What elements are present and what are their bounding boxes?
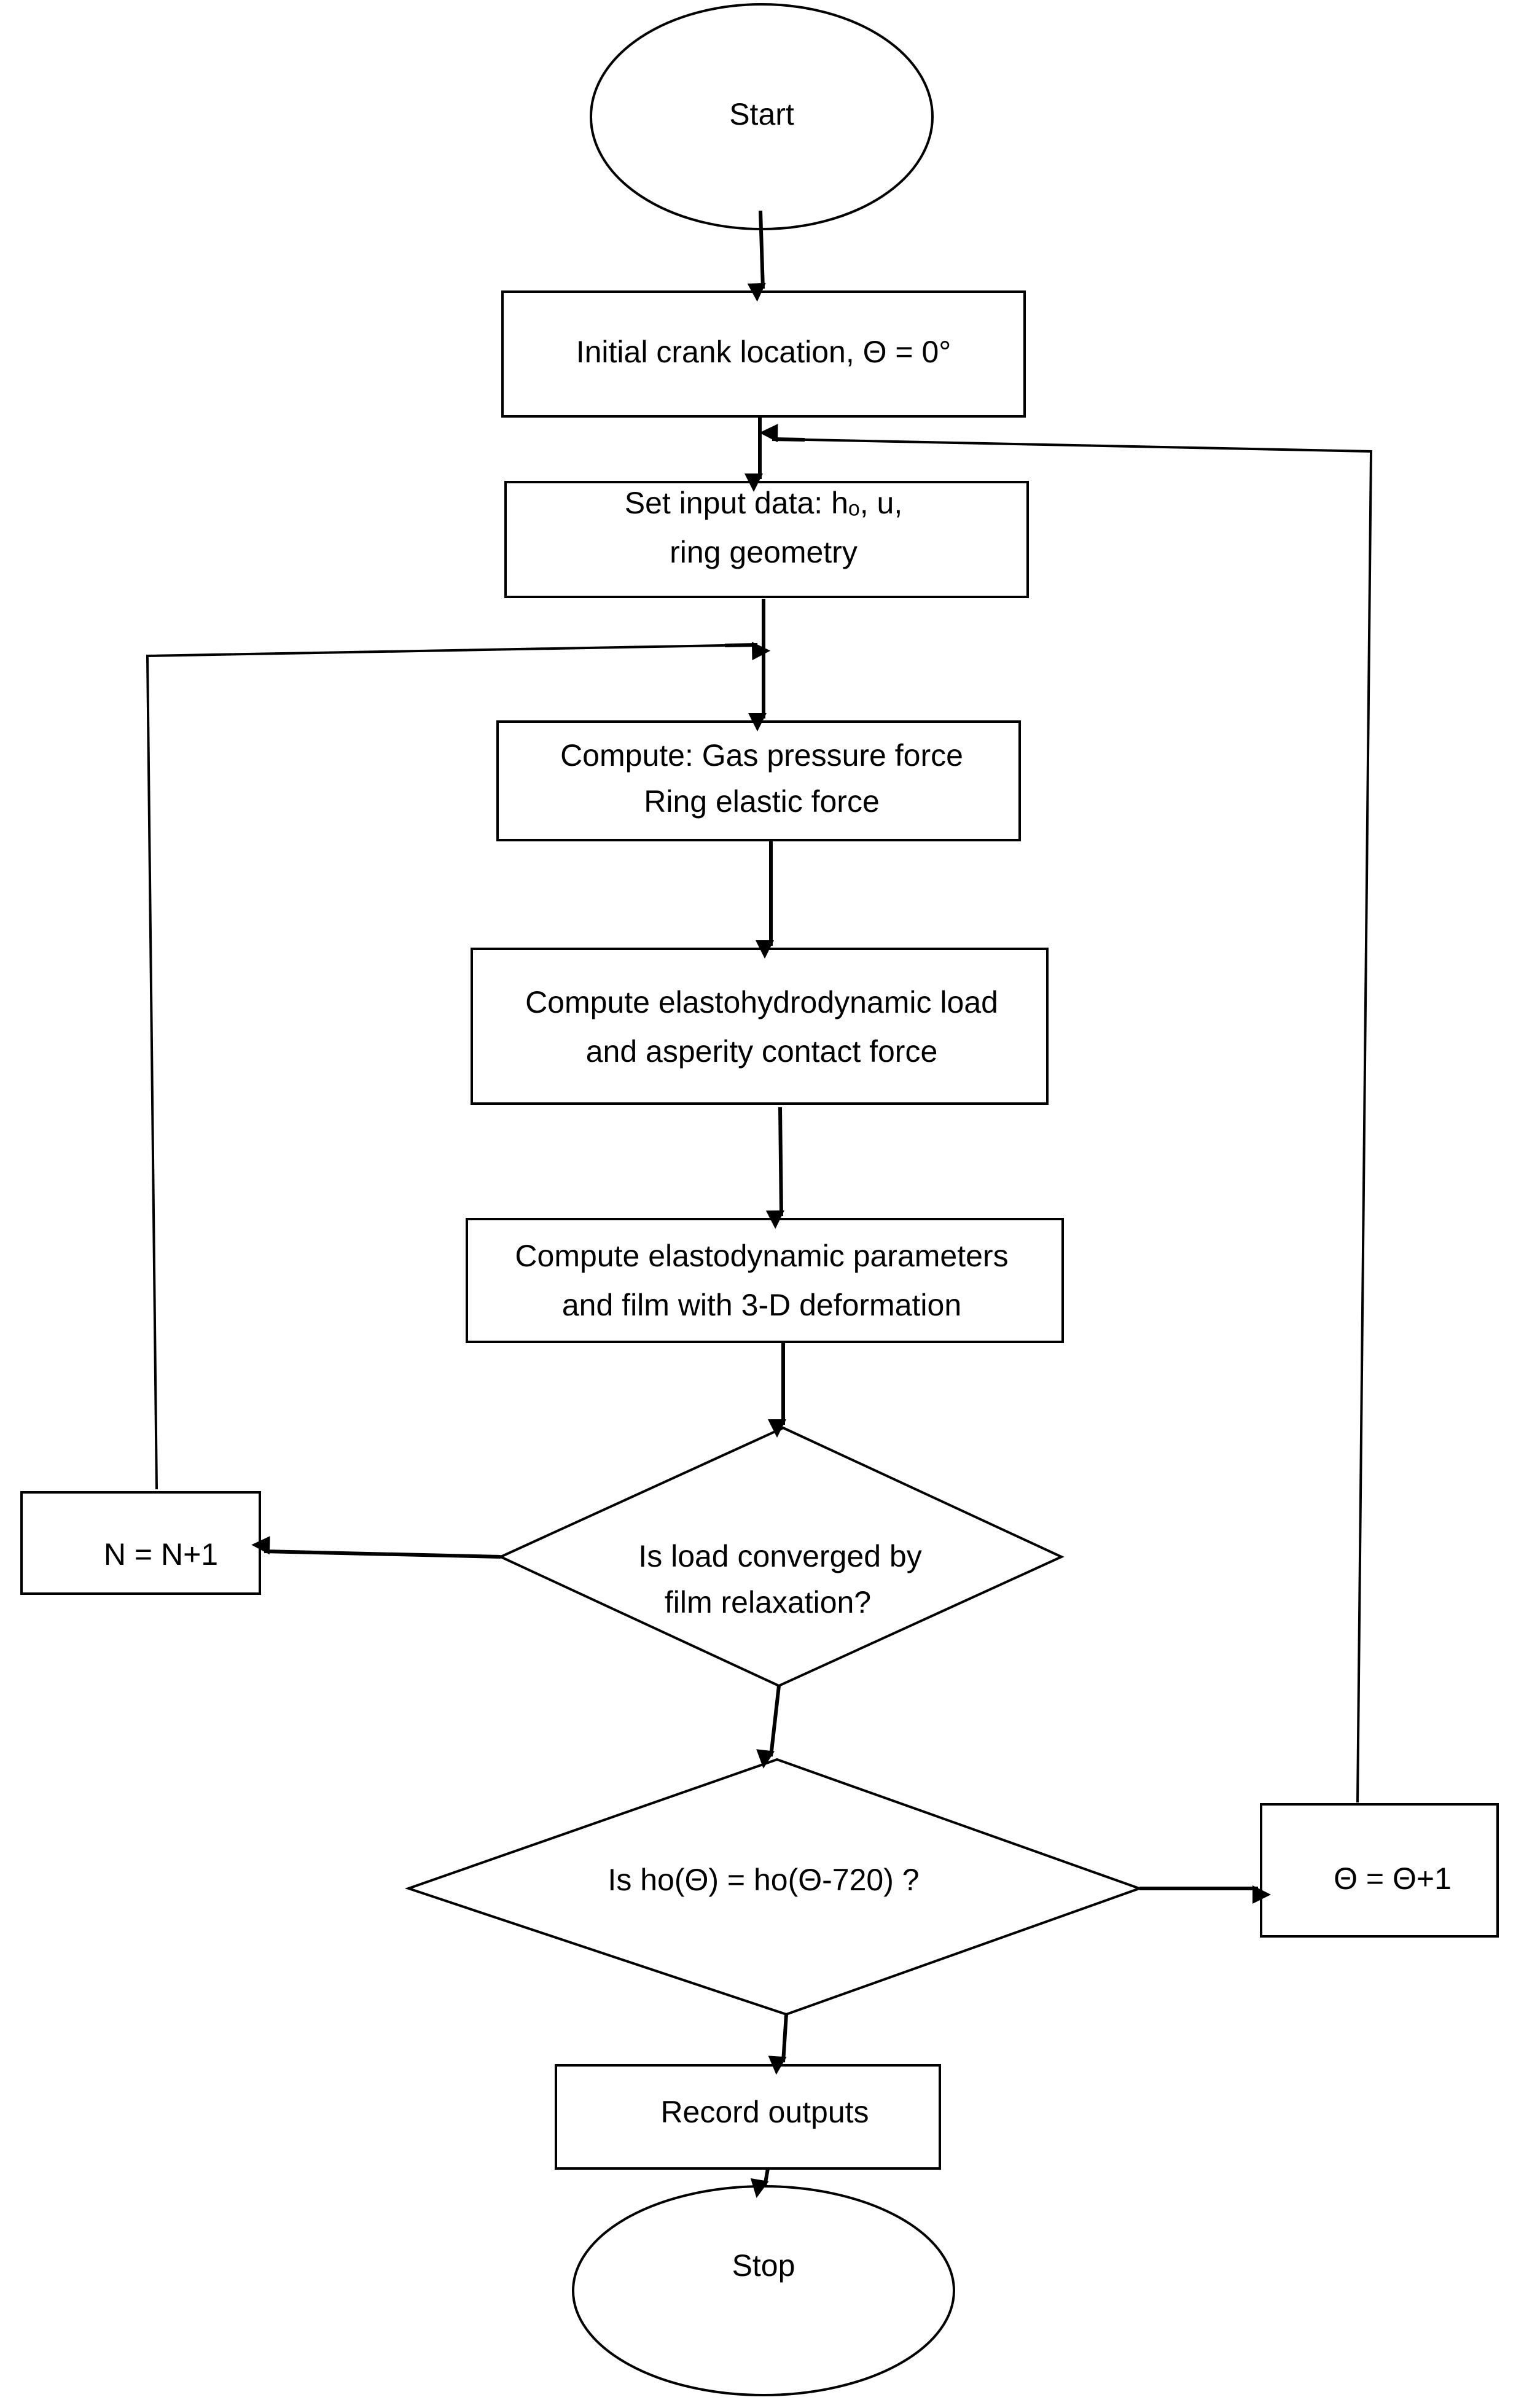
compute-forces-line1: Compute: Gas pressure force bbox=[560, 738, 963, 773]
arrow-ehl-to-elastodynamic bbox=[765, 1107, 784, 1229]
loop-n-increment-back bbox=[146, 644, 756, 1490]
load-converged-line2: film relaxation? bbox=[665, 1585, 871, 1619]
arrow-decision-to-n-increment bbox=[251, 1536, 501, 1559]
initial-crank-box: Initial crank location, Θ = 0° bbox=[501, 290, 1026, 418]
compute-elastodynamic-line2: and film with 3-D deformation bbox=[562, 1288, 961, 1322]
compute-ehl-box: Compute elastohydrodynamic load and aspe… bbox=[471, 948, 1049, 1105]
ho-check-decision: Is ho(Θ) = ho(Θ-720) ? bbox=[404, 1758, 1143, 2016]
record-outputs-box: Record outputs bbox=[555, 2064, 941, 2170]
arrow-start-to-crank bbox=[747, 210, 766, 302]
arrow-ho-check-to-record bbox=[768, 2014, 788, 2075]
load-converged-decision: Is load converged by film relaxation? bbox=[498, 1426, 1065, 1688]
stop-label: Stop bbox=[732, 2248, 795, 2283]
arrow-load-to-ho-check bbox=[756, 1685, 781, 1769]
compute-ehl-line2: and asperity contact force bbox=[586, 1034, 938, 1069]
compute-elastodynamic-box: Compute elastodynamic parameters and fil… bbox=[466, 1218, 1064, 1343]
load-converged-line1: Is load converged by bbox=[638, 1539, 921, 1573]
compute-forces-box: Compute: Gas pressure force Ring elastic… bbox=[496, 720, 1021, 841]
arrow-record-to-stop bbox=[750, 2168, 770, 2198]
theta-increment-box: Θ = Θ+1 bbox=[1260, 1803, 1499, 1938]
initial-crank-label: Initial crank location, Θ = 0° bbox=[576, 335, 952, 369]
compute-ehl-line1: Compute elastohydrodynamic load bbox=[525, 985, 998, 1019]
set-input-line1: Set input data: hₒ, u, bbox=[625, 486, 903, 520]
record-outputs-label: Record outputs bbox=[660, 2095, 869, 2129]
ho-check-label: Is ho(Θ) = ho(Θ-720) ? bbox=[608, 1863, 919, 1897]
arrow-loop-theta-into-input bbox=[759, 424, 805, 443]
n-increment-label: N = N+1 bbox=[104, 1537, 218, 1572]
stop-terminal: Stop bbox=[572, 2185, 955, 2396]
start-terminal: Start bbox=[590, 3, 934, 230]
compute-elastodynamic-line1: Compute elastodynamic parameters bbox=[515, 1239, 1008, 1273]
set-input-line2: ring geometry bbox=[670, 535, 858, 569]
compute-forces-line2: Ring elastic force bbox=[644, 784, 880, 819]
n-increment-box: N = N+1 bbox=[20, 1491, 261, 1595]
start-label: Start bbox=[729, 97, 794, 131]
theta-increment-label: Θ = Θ+1 bbox=[1334, 1861, 1452, 1896]
set-input-box: Set input data: hₒ, u, ring geometry bbox=[504, 481, 1029, 598]
loop-theta-increment-back bbox=[775, 438, 1373, 1803]
